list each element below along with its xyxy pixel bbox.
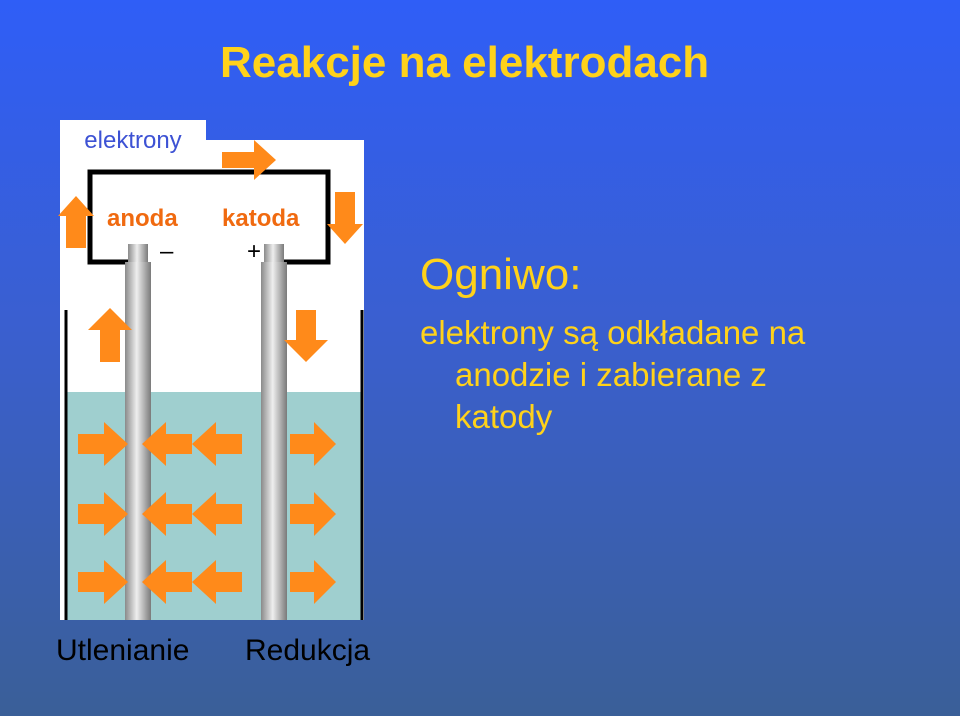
arrow-down-right bbox=[327, 192, 363, 244]
description-line-1: elektrony są odkładane na bbox=[420, 314, 806, 351]
arrow-up-anode bbox=[88, 308, 132, 362]
cell-heading: Ogniwo: bbox=[420, 250, 582, 299]
anode-terminal bbox=[128, 244, 148, 266]
cathode-terminal bbox=[264, 244, 284, 266]
cathode-sign: + bbox=[247, 238, 262, 265]
anode-label: anoda bbox=[107, 205, 178, 232]
arrow-up-left bbox=[58, 196, 94, 248]
description-line-3: katody bbox=[455, 398, 553, 435]
electrons-label: elektrony bbox=[60, 120, 206, 162]
arrow-right-top bbox=[222, 140, 276, 180]
cell-description: elektrony są odkładane na anodzie i zabi… bbox=[420, 312, 920, 438]
description-line-2: anodzie i zabierane z bbox=[455, 356, 767, 393]
anode-sign: – bbox=[160, 238, 174, 265]
arrow-row-3 bbox=[78, 560, 336, 604]
arrow-row-1 bbox=[78, 422, 336, 466]
slide-title: Reakcje na elektrodach bbox=[220, 38, 710, 87]
circuit-wire bbox=[87, 169, 331, 265]
arrow-down-cathode bbox=[284, 310, 328, 362]
cathode-rod bbox=[261, 262, 287, 620]
reduction-label: Redukcja bbox=[245, 634, 371, 667]
cathode-label: katoda bbox=[222, 205, 300, 232]
arrow-row-2 bbox=[78, 492, 336, 536]
oxidation-label: Utlenianie bbox=[56, 634, 190, 667]
